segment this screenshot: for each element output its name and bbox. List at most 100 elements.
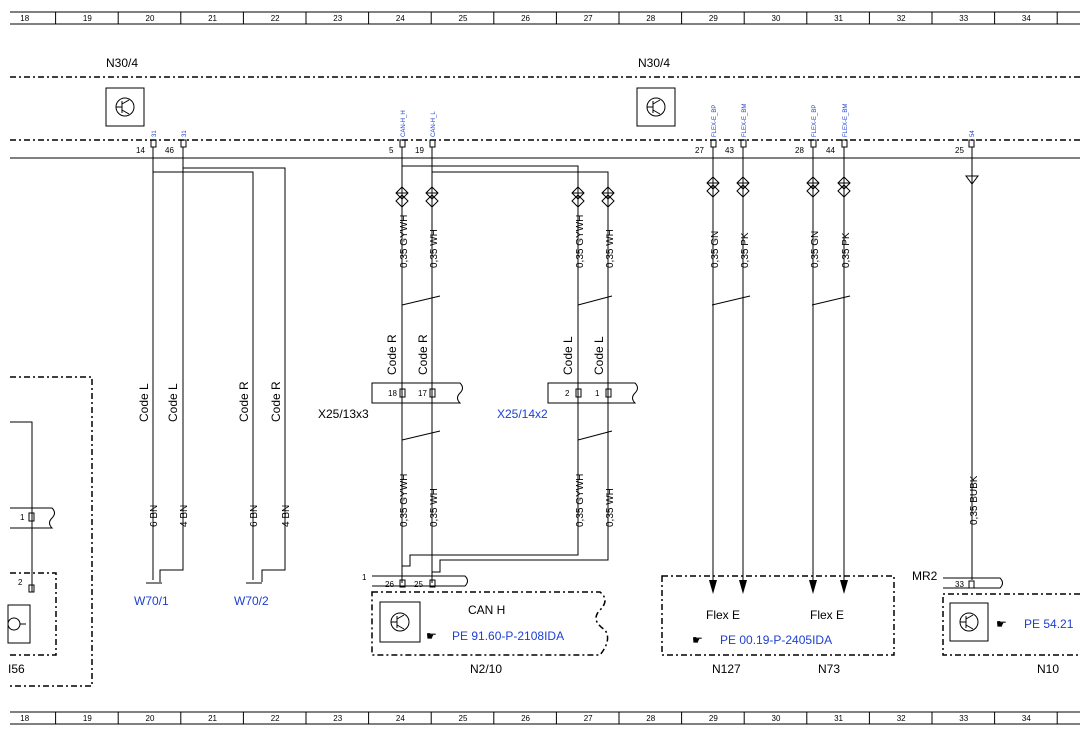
transistor-icon bbox=[636, 87, 676, 127]
connector-x25-14 bbox=[547, 382, 638, 404]
pin-number: 2 bbox=[565, 389, 570, 398]
connector-marker: MR2 bbox=[912, 569, 938, 583]
module-n127-n73 bbox=[661, 575, 895, 656]
wire-code-label: Code R bbox=[269, 381, 283, 422]
hand-pointer-icon: ☛ bbox=[692, 633, 703, 647]
grid-column-number: 20 bbox=[146, 14, 155, 23]
grid-column-number: 28 bbox=[646, 714, 655, 723]
ground-point-link[interactable]: W70/1 bbox=[134, 594, 169, 608]
grid-column-number: 22 bbox=[271, 14, 280, 23]
wire-color-label: 0,35 WH bbox=[429, 229, 440, 268]
wire-color-label: 0,35 GN bbox=[710, 231, 721, 268]
module-n10 bbox=[942, 577, 1080, 656]
pin-signal: 31 bbox=[182, 130, 188, 137]
pin-number: 18 bbox=[388, 389, 397, 398]
pin-number: 1 bbox=[595, 389, 600, 398]
pin-signal: CAN-H_H bbox=[401, 110, 407, 137]
hand-pointer-icon: ☛ bbox=[996, 617, 1007, 631]
module-label: N73 bbox=[818, 662, 840, 676]
pin-number: 1 bbox=[20, 513, 25, 522]
grid-column-number: 21 bbox=[208, 714, 217, 723]
reference-link[interactable]: PE 54.21 bbox=[1024, 617, 1074, 631]
grid-column-number: 19 bbox=[83, 14, 92, 23]
wire-color-label: 6 BN bbox=[149, 505, 160, 527]
hand-pointer-icon: ☛ bbox=[426, 629, 437, 643]
grid-column-number: 26 bbox=[521, 14, 530, 23]
wire-code-label: Code L bbox=[137, 383, 151, 422]
wire-break-marker bbox=[401, 295, 851, 441]
wire-color-label: 4 BN bbox=[179, 505, 190, 527]
connector-marker: 1 bbox=[362, 573, 367, 582]
pin-signal: 54 bbox=[970, 130, 976, 137]
can-wires bbox=[401, 147, 609, 583]
pin-number: 2 bbox=[18, 578, 23, 587]
module-label: N10 bbox=[1037, 662, 1059, 676]
ground-wires bbox=[146, 147, 286, 584]
pin-number: 46 bbox=[165, 146, 174, 155]
connector-x25-13 bbox=[371, 382, 463, 404]
top-grid-ruler bbox=[10, 11, 1080, 25]
module-label-n30-left: N30/4 bbox=[106, 56, 138, 70]
module-label: N127 bbox=[712, 662, 741, 676]
pin-number: 17 bbox=[418, 389, 427, 398]
grid-column-number: 30 bbox=[772, 14, 781, 23]
flex-wires bbox=[709, 147, 848, 594]
pin-number: 43 bbox=[725, 146, 734, 155]
wire-code-label: Code R bbox=[237, 381, 251, 422]
wire-color-label: 0,35 GN bbox=[810, 231, 821, 268]
grid-column-number: 29 bbox=[709, 14, 718, 23]
connector-link[interactable]: X25/14x2 bbox=[497, 407, 548, 421]
grid-column-number: 26 bbox=[521, 714, 530, 723]
pin-number: 27 bbox=[695, 146, 704, 155]
grid-column-number: 25 bbox=[459, 14, 468, 23]
pin-number: 5 bbox=[389, 146, 394, 155]
wire-color-label: 0,35 GYWH bbox=[399, 215, 410, 268]
pin-number: 33 bbox=[955, 580, 964, 589]
grid-column-number: 34 bbox=[1022, 714, 1031, 723]
module-title: CAN H bbox=[468, 603, 505, 617]
module-n2-10 bbox=[371, 575, 609, 656]
wire-code-label: Code L bbox=[561, 336, 575, 375]
reference-link[interactable]: PE 00.19-P-2405IDA bbox=[720, 633, 832, 647]
shield-symbol bbox=[395, 175, 979, 208]
wire-color-label: 0,35 GYWH bbox=[575, 474, 586, 527]
connector-label: X25/13x3 bbox=[318, 407, 369, 421]
grid-column-number: 31 bbox=[834, 714, 843, 723]
transistor-icon bbox=[105, 87, 145, 127]
grid-column-number: 18 bbox=[20, 714, 29, 723]
wire-color-label: 6 BN bbox=[249, 505, 260, 527]
pin-terminals bbox=[150, 139, 975, 148]
pin-signal: FLEX-E_BP bbox=[812, 105, 818, 137]
grid-column-number: 21 bbox=[208, 14, 217, 23]
pin-number: 25 bbox=[955, 146, 964, 155]
wire-color-label: 0,35 PK bbox=[841, 232, 852, 268]
grid-column-number: 34 bbox=[1022, 14, 1031, 23]
grid-column-number: 27 bbox=[584, 14, 593, 23]
left-module-i56 bbox=[7, 376, 93, 687]
ground-point-link[interactable]: W70/2 bbox=[234, 594, 269, 608]
grid-column-number: 30 bbox=[772, 714, 781, 723]
wire-color-label: 0,35 WH bbox=[429, 488, 440, 527]
grid-column-number: 20 bbox=[146, 714, 155, 723]
pin-signal: FLEX-E_BP bbox=[712, 105, 718, 137]
grid-column-number: 33 bbox=[959, 14, 968, 23]
wire-code-label: Code R bbox=[385, 334, 399, 375]
grid-column-number: 33 bbox=[959, 714, 968, 723]
pin-number: 19 bbox=[415, 146, 424, 155]
pin-number: 25 bbox=[414, 580, 423, 589]
pin-signal: FLEX-E_BM bbox=[742, 104, 748, 137]
pin-signal: 31 bbox=[152, 130, 158, 137]
reference-link[interactable]: PE 91.60-P-2108IDA bbox=[452, 629, 564, 643]
pin-number: 44 bbox=[826, 146, 835, 155]
grid-column-number: 18 bbox=[20, 14, 29, 23]
module-label: I56 bbox=[8, 662, 25, 676]
bottom-grid-ruler bbox=[10, 711, 1080, 725]
wire-color-label: 0,35 BUBK bbox=[969, 475, 980, 525]
wire-code-label: Code L bbox=[166, 383, 180, 422]
grid-column-number: 23 bbox=[333, 714, 342, 723]
module-label-n30-right: N30/4 bbox=[638, 56, 670, 70]
grid-column-number: 27 bbox=[584, 714, 593, 723]
pin-signal: FLEX-E_BM bbox=[843, 104, 849, 137]
